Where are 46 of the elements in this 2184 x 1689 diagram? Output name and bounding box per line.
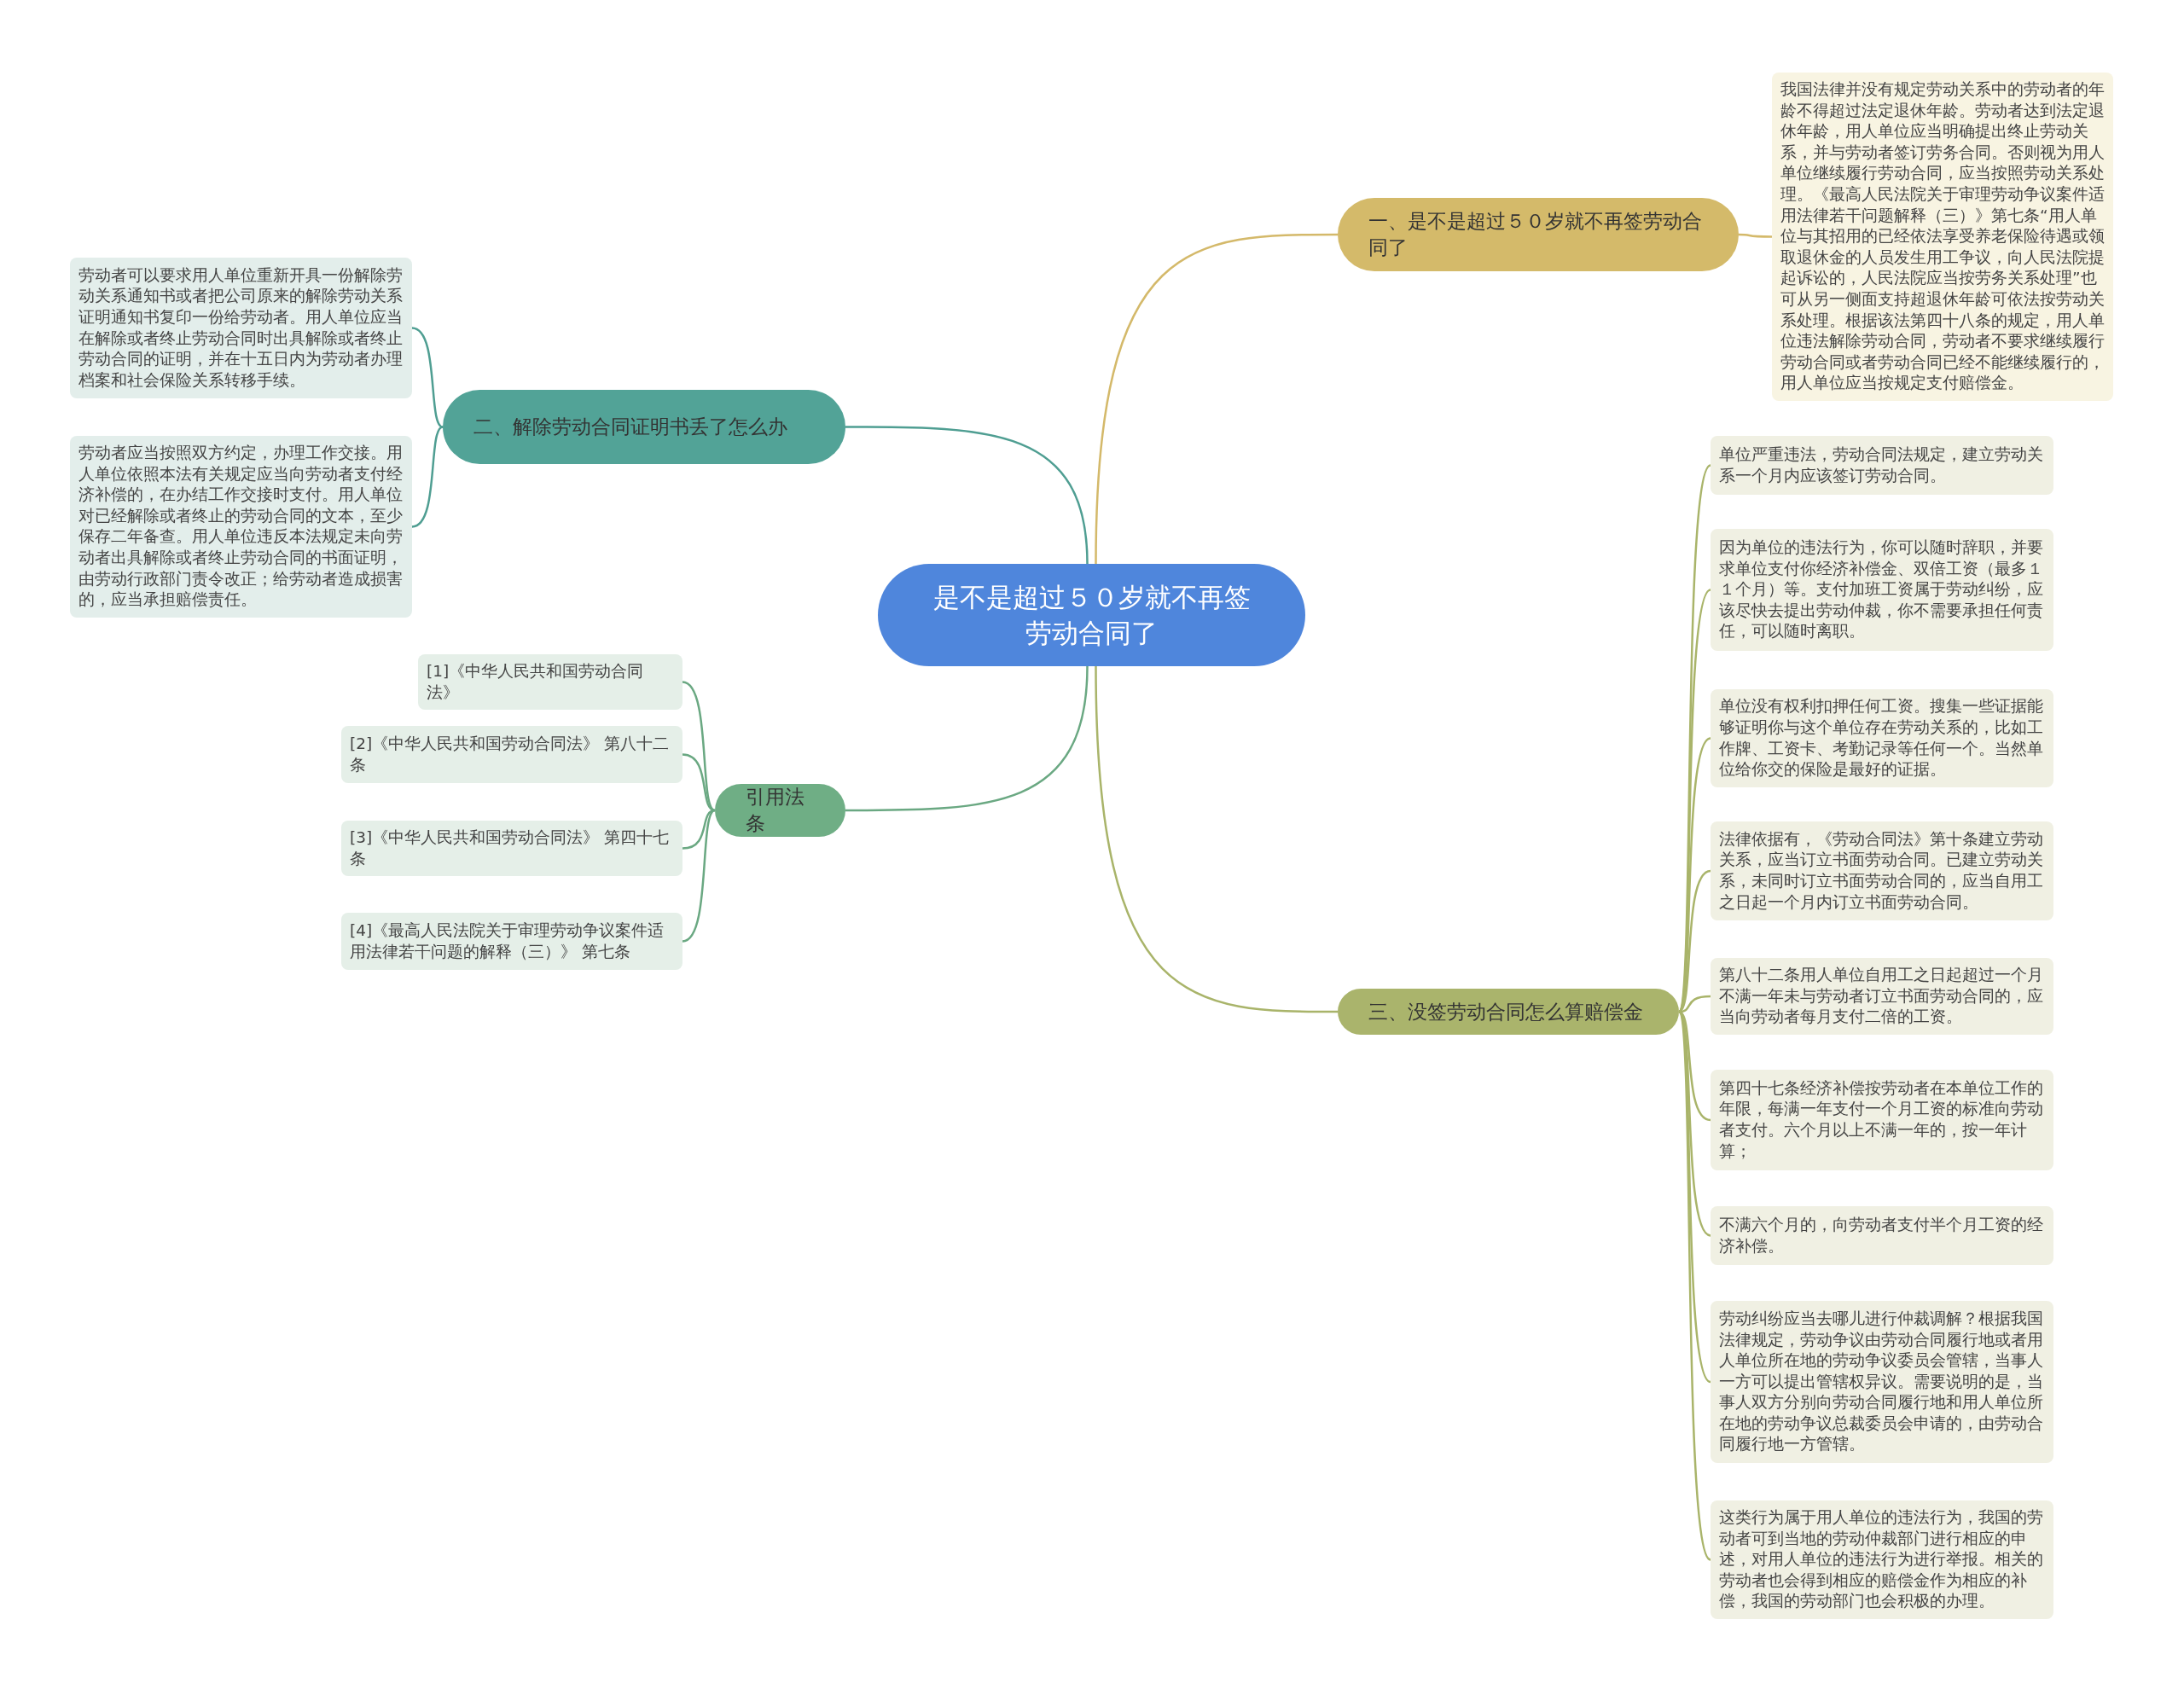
connector-line — [411, 327, 444, 428]
note-text: 单位没有权利扣押任何工资。搜集一些证据能够证明你与这个单位存在劳动关系的，比如工作牌、工资卡、考勤记录等任何一个。当然单位给你交的保险是最好的证据。 — [1719, 696, 2044, 781]
note-text: 不满六个月的，向劳动者支付半个月工资的经济补偿。 — [1719, 1214, 2044, 1257]
note-card — [341, 821, 682, 877]
connector-line — [1677, 1011, 1712, 1561]
connector-line — [682, 810, 716, 943]
connector-line — [1095, 665, 1338, 1013]
note-card — [1711, 958, 2053, 1035]
topic-node — [1338, 989, 1679, 1035]
connector-line — [845, 665, 1089, 812]
note-text: 法律依据有，《劳动合同法》第十条建立劳动关系，应当订立书面劳动合同。已建立劳动关系，未同时订立书面劳动合同的，应当自用工之日起一个月内订立书面劳动合同。 — [1719, 828, 2044, 913]
note-text: 因为单位的违法行为，你可以随时辞职，并要求单位支付你经济补偿金、双倍工资（最多１１个月）等。支付加班工资属于劳动纠纷，应该尽快去提出劳动仲裁，你不需要承担任何责任，可以随时离职。 — [1719, 537, 2044, 642]
note-text: 第八十二条用人单位自用工之日起超过一个月不满一年未与劳动者订立书面劳动合同的，应当向劳动者每月支付二倍的工资。 — [1719, 965, 2044, 1028]
connector-line — [1095, 233, 1338, 565]
topic-text: 引用法条 — [746, 785, 805, 836]
note-text: 劳动者可以要求用人单位重新开具一份解除劳动关系通知书或者把公司原来的解除劳动关系证明通知书复印一份给劳动者。用人单位应当在解除或者终止劳动合同时出具解除或者终止劳动合同的证明，并在十五日内为劳动者办理档案和社会保险关系转移手续。 — [78, 264, 404, 391]
note-text: [1]《中华人民共和国劳动合同法》 — [427, 661, 645, 703]
connector-line — [682, 809, 716, 850]
note-card — [341, 726, 682, 783]
note-text: 第四十七条经济补偿按劳动者在本单位工作的年限，每满一年支付一个月工资的标准向劳动者支付。六个月以上不满一年的，按一年计算； — [1719, 1077, 2044, 1162]
connector-line — [411, 426, 444, 528]
note-text: 单位严重违法，劳动合同法规定，建立劳动关系一个月内应该签订劳动合同。 — [1719, 444, 2044, 486]
note-card — [1711, 529, 2053, 651]
note-text: 劳动纠纷应当去哪儿进行仲裁调解？根据我国法律规定，劳动争议由劳动合同履行地或者用人单位所在地的劳动争议委员会管辖，当事人一方可以提出管辖权异议。需要说明的是，当事人双方分别向劳动合同履行地和用人单位所在地的劳动争议总裁委员会申请的，由劳动合同履行地一方管辖。 — [1719, 1308, 2044, 1455]
note-card — [1711, 689, 2053, 787]
connector-line — [682, 753, 716, 812]
connector-line — [1739, 233, 1772, 238]
topic-text: 三、没签劳动合同怎么算赔偿金 — [1368, 999, 1644, 1024]
note-card — [418, 654, 682, 711]
connector-line — [845, 426, 1089, 565]
note-text: [2]《中华人民共和国劳动合同法》 第八十二条 — [350, 733, 671, 775]
topic-text: 二、解除劳动合同证明书丢了怎么办 — [473, 415, 788, 439]
note-card — [1711, 436, 2053, 495]
note-card — [1711, 1206, 2053, 1265]
note-text: 我国法律并没有规定劳动关系中的劳动者的年龄不得超过法定退休年龄。劳动者达到法定退休年龄，用人单位应当明确提出终止劳动关系，并与劳动者签订劳务合同。否则视为用人单位继续履行劳动合同，应当按照劳动关系处理。《最高人民法院关于审理劳动争议案件适用法律若干问题解释（三）》第七条“用人单位与其招用的已经依法享受养老保险待遇或领取退休金的人员发生用工争议，向人民法院提起诉讼的，人民法院应当按劳务关系处理”也可从另一侧面支持超退休年龄可依法按劳动关系处理。根据该法第四十八条的规定，用人单位违法解除劳动合同，劳动者不要求继续履行劳动合同或者劳动合同已经不能继续履行的，用人单位应当按规定支付赔偿金。 — [1780, 79, 2105, 394]
note-text: 这类行为属于用人单位的违法行为，我国的劳动者可到当地的劳动仲裁部门进行相应的申述，对用人单位的违法行为进行举报。相关的劳动者也会得到相应的赔偿金作为相应的补偿，我国的劳动部门也会积极的办理。 — [1719, 1507, 2044, 1612]
connector-line — [682, 681, 716, 811]
note-text: [3]《中华人民共和国劳动合同法》 第四十七条 — [350, 827, 671, 869]
topic-text: 是不是超过５０岁就不再签劳动合同了 — [932, 581, 1252, 650]
note-card — [1711, 1500, 2053, 1619]
topic-text: 一、是不是超过５０岁就不再签劳动合同了 — [1368, 209, 1703, 260]
note-text: [4]《最高人民法院关于审理劳动争议案件适用法律若干问题的解释（三）》 第七条 — [350, 920, 665, 962]
note-card — [341, 913, 682, 970]
note-text: 劳动者应当按照双方约定，办理工作交接。用人单位依照本法有关规定应当向劳动者支付经济补偿的，在办结工作交接时支付。用人单位对已经解除或者终止的劳动合同的文本，至少保存二年备查。用人单位违反本法规定未向劳动者出具解除或者终止劳动合同的书面证明，由劳动行政部门责令改正；给劳动者造成损害的，应当承担赔偿责任。 — [78, 443, 404, 611]
note-card — [1711, 821, 2053, 920]
note-card — [1711, 1070, 2053, 1170]
